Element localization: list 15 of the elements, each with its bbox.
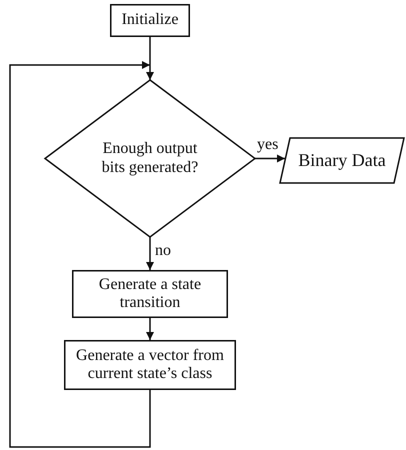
- data-parallelogram: [280, 138, 404, 183]
- arrow: [146, 237, 154, 270]
- arrow: [146, 37, 154, 80]
- process-box: [64, 340, 236, 390]
- process-box: [72, 270, 228, 318]
- node-text: Initialize: [122, 11, 178, 30]
- process-box: [110, 4, 190, 37]
- arrow: [146, 318, 154, 340]
- arrow: [9, 61, 151, 448]
- node-text: Generate a state transition: [98, 276, 202, 312]
- node-text: Binary Data: [298, 150, 386, 171]
- node-text: Enough output bits generated?: [100, 140, 200, 177]
- arrow: [255, 154, 285, 162]
- decision-diamond: [45, 80, 255, 237]
- node-text: Generate a vector from current state’s class: [75, 346, 225, 384]
